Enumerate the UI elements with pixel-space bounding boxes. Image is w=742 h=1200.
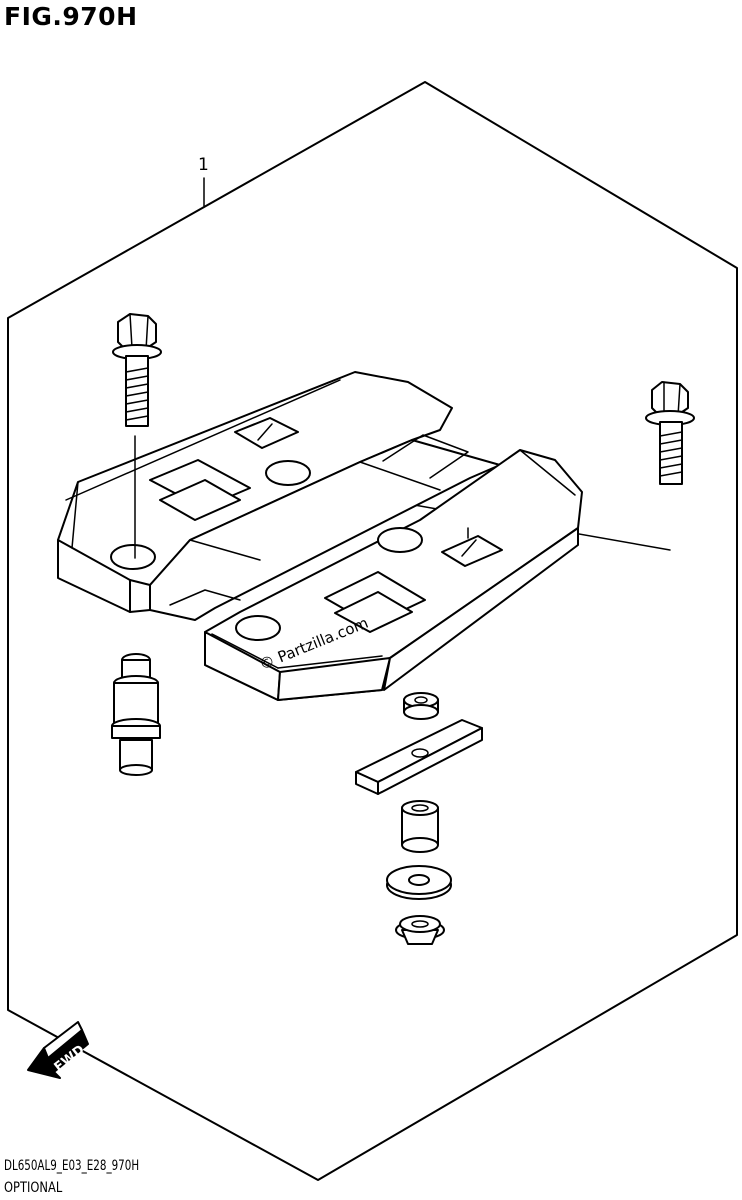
assembly-boundary bbox=[7, 81, 738, 1181]
plate-washer bbox=[355, 719, 483, 795]
diagram-code: DL650AL9_E03_E28_970H bbox=[4, 1158, 140, 1174]
bolt-hole bbox=[265, 460, 311, 486]
callout-number: 1 bbox=[198, 155, 209, 175]
small-bushing bbox=[403, 692, 439, 720]
bolt-hole bbox=[235, 615, 281, 641]
fwd-arrow-icon: FWD bbox=[27, 1021, 89, 1079]
carrier-bracket bbox=[57, 371, 583, 701]
short-flange-bolt bbox=[645, 381, 695, 485]
cylindrical-spacer bbox=[401, 800, 439, 853]
stepped-collar bbox=[111, 653, 161, 776]
bolt-hole bbox=[377, 527, 423, 553]
long-flange-bolt bbox=[112, 313, 162, 559]
flat-washer bbox=[386, 865, 452, 900]
figure-title: FIG.970H bbox=[4, 2, 138, 31]
bolt-hole bbox=[110, 544, 156, 570]
diagram-category: OPTIONAL bbox=[4, 1180, 63, 1196]
flange-nut bbox=[395, 915, 445, 945]
